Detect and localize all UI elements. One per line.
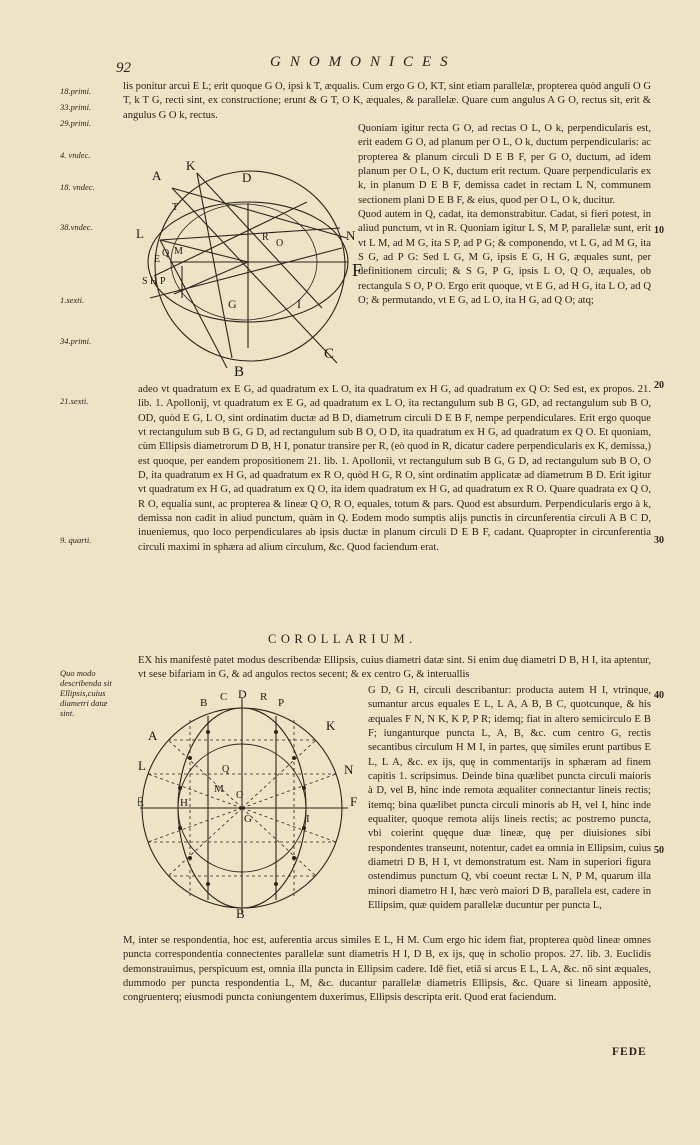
label-l2: L bbox=[138, 758, 146, 773]
label-g2: G bbox=[244, 813, 252, 825]
circle-abcd bbox=[154, 170, 346, 362]
line-number: 40 bbox=[654, 690, 664, 701]
label-e2: E bbox=[138, 794, 144, 809]
margin-note: 18.primi. bbox=[60, 86, 92, 96]
paragraph-side-2: Quod autem in Q, cadat, ita demonstrabit… bbox=[358, 209, 651, 307]
line-number: 50 bbox=[654, 845, 664, 856]
label-d2: D bbox=[238, 688, 247, 701]
label-l: L bbox=[136, 226, 144, 241]
label-n2: N bbox=[344, 762, 354, 777]
margin-note: 29.primi. bbox=[60, 118, 92, 128]
margin-note: 4. vndec. bbox=[60, 150, 91, 160]
page-number: 92 bbox=[116, 60, 131, 76]
label-c: C bbox=[324, 346, 334, 362]
label-g: G bbox=[228, 297, 237, 311]
line-number: 20 bbox=[654, 380, 664, 391]
line-number: 10 bbox=[654, 225, 664, 236]
paragraph-corollary-2: G D, G H, circuli describantur: producta… bbox=[368, 685, 651, 912]
label-h2: H bbox=[180, 797, 188, 809]
margin-note: 9. quarti. bbox=[60, 535, 92, 545]
running-head: GNOMONICES bbox=[270, 54, 457, 70]
line-number: 30 bbox=[654, 535, 664, 546]
label-s: S bbox=[142, 276, 148, 287]
paragraph-main: adeo vt quadratum ex E G, ad quadratum e… bbox=[138, 384, 651, 553]
label-h: H bbox=[150, 276, 157, 287]
label-o2: O bbox=[236, 790, 243, 801]
paragraph-side-1: Quoniam igitur recta G O, ad rectas O L,… bbox=[358, 123, 651, 206]
label-f2: F bbox=[350, 794, 357, 809]
margin-note: 18. vndec. bbox=[60, 182, 95, 192]
paragraph-corollary-3: M, inter se respondentia, hoc est, aufer… bbox=[123, 935, 651, 1004]
label-b: B bbox=[234, 364, 244, 380]
label-t: T bbox=[172, 202, 178, 213]
margin-note: 38.vndec. bbox=[60, 222, 93, 232]
label-q: Q bbox=[162, 248, 170, 259]
label-c2: C bbox=[220, 691, 227, 703]
label-i: I bbox=[297, 297, 301, 311]
label-d: D bbox=[242, 170, 251, 185]
label-i2: I bbox=[306, 813, 310, 825]
text-block-corollary-2: G D, G H, circuli describantur: producta… bbox=[368, 684, 651, 1034]
label-m2: M bbox=[214, 783, 224, 795]
paragraph-top: lis ponitur arcui E L; erit quoque G O, … bbox=[123, 81, 651, 121]
label-r: R bbox=[262, 232, 269, 243]
text-block-corollary-3: M, inter se respondentia, hoc est, aufer… bbox=[123, 934, 651, 1006]
catchword: FEDE bbox=[612, 1046, 647, 1058]
label-f: F bbox=[352, 260, 362, 280]
text-block-corollary-1: EX his manifestè patet modus describendæ… bbox=[138, 654, 651, 683]
label-r2: R bbox=[260, 691, 268, 703]
label-p: P bbox=[160, 276, 166, 287]
text-block-top: lis ponitur arcui E L; erit quoque G O, … bbox=[123, 80, 651, 123]
label-p2: P bbox=[278, 697, 284, 709]
label-k2: K bbox=[326, 718, 336, 733]
label-b2-top: B bbox=[200, 697, 207, 709]
figure-2-ellipse-construction: C D R B P A K L N E H O F M G I Q B bbox=[138, 688, 357, 920]
label-k: K bbox=[186, 158, 196, 173]
margin-note: 21.sexti. bbox=[60, 396, 89, 406]
label-m: M bbox=[174, 246, 183, 257]
label-o: O bbox=[276, 238, 283, 249]
margin-note: 34.primi. bbox=[60, 336, 92, 346]
label-a: A bbox=[152, 168, 162, 183]
paragraph-corollary-1: EX his manifestè patet modus describendæ… bbox=[138, 655, 651, 681]
text-block-main: adeo vt quadratum ex E G, ad quadratum e… bbox=[138, 383, 651, 555]
figure-1-sphere-ellipse-diagram: A K D N L T O F E S H P M Q G I B C R bbox=[136, 158, 362, 380]
text-block-beside-figure-1: Quoniam igitur recta G O, ad rectas O L,… bbox=[358, 122, 651, 384]
label-a2: A bbox=[148, 728, 158, 743]
margin-note: Quo modo describenda sit Ellipsis,cuius … bbox=[60, 668, 112, 718]
label-n: N bbox=[346, 228, 356, 243]
corollary-heading: COROLLARIUM. bbox=[268, 632, 417, 646]
margin-note: 1.sexti. bbox=[60, 295, 85, 305]
margin-note: 33.primi. bbox=[60, 102, 92, 112]
label-q2: Q bbox=[222, 764, 230, 775]
label-b2: B bbox=[236, 906, 245, 920]
label-e: E bbox=[154, 254, 160, 265]
